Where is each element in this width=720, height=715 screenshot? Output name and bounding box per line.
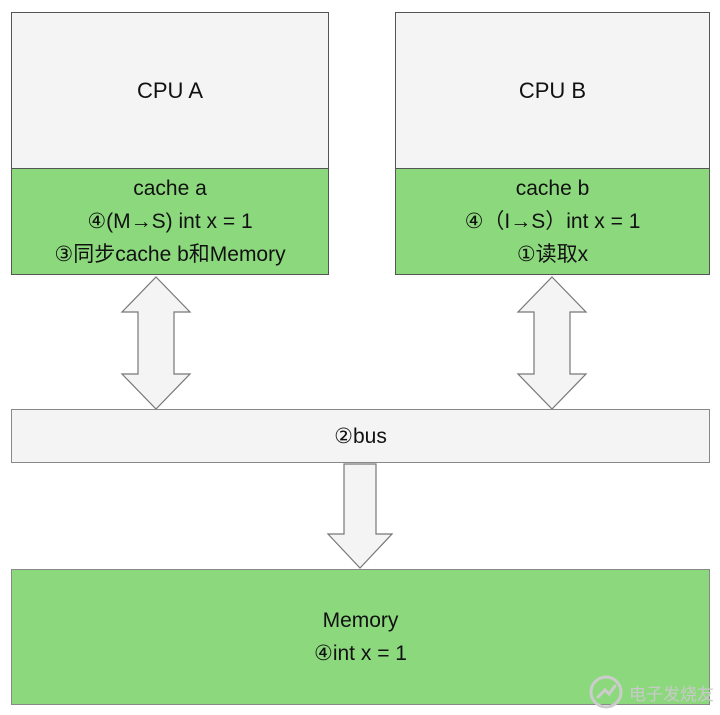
double-arrow-icon xyxy=(120,276,192,410)
cache-b-box: cache b ④（I→S）int x = 1 ①读取x xyxy=(395,169,710,275)
memory-title: Memory xyxy=(322,609,399,632)
cache-a-box: cache a ④(M→S) int x = 1 ③同步cache b和Memo… xyxy=(11,169,329,275)
cache-b-state: ④（I→S）int x = 1 xyxy=(464,210,641,233)
cpu-b-box: CPU B xyxy=(395,12,710,169)
cache-b-action: ①读取x xyxy=(516,243,589,266)
memory-value: ④int x = 1 xyxy=(314,642,407,665)
double-arrow-icon xyxy=(516,276,588,410)
cache-a-name: cache a xyxy=(133,177,207,200)
cache-a-state: ④(M→S) int x = 1 xyxy=(87,210,253,233)
watermark-text: 电子发烧友 xyxy=(629,684,714,704)
bus-box: ②bus xyxy=(11,409,710,463)
cache-a-action: ③同步cache b和Memory xyxy=(54,243,286,266)
watermark-logo-icon xyxy=(589,675,623,709)
bus-label: ②bus xyxy=(334,424,387,448)
cpu-a-box: CPU A xyxy=(11,12,329,169)
memory-box: Memory ④int x = 1 xyxy=(11,569,710,705)
watermark: 电子发烧友 xyxy=(589,675,714,709)
cache-b-name: cache b xyxy=(515,177,590,200)
cpu-b-title: CPU B xyxy=(518,77,587,103)
cpu-a-title: CPU A xyxy=(136,77,204,103)
down-arrow-icon xyxy=(326,463,394,569)
